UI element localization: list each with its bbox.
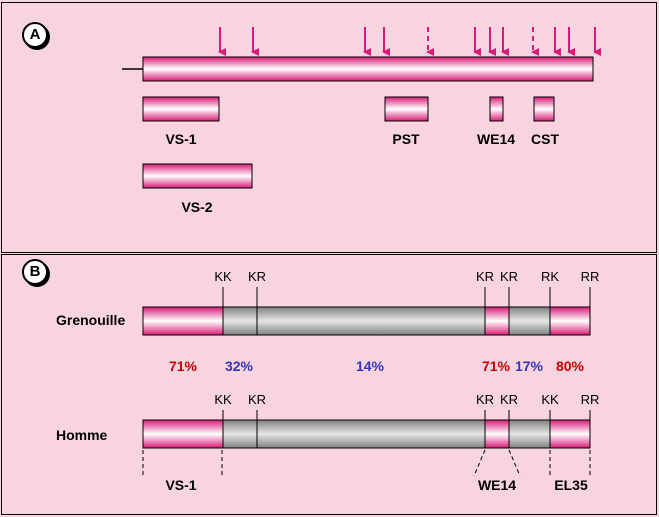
segment-conserved xyxy=(484,306,510,336)
panel-b-frame xyxy=(1,254,657,515)
grenouille-bar xyxy=(142,306,591,336)
site-label-rr: RR xyxy=(581,392,600,407)
panel-a-frame xyxy=(1,2,657,253)
segment-variable xyxy=(256,306,486,336)
fragment-label-cst: CST xyxy=(531,131,559,147)
site-label-kk: KK xyxy=(214,269,232,284)
site-label-kk: KK xyxy=(214,392,232,407)
species-label-homme: Homme xyxy=(56,427,108,443)
segment-variable xyxy=(222,306,258,336)
segment-conserved xyxy=(142,306,224,336)
homology-percent: 80% xyxy=(556,358,585,374)
site-label-kr: KR xyxy=(476,392,494,407)
homology-percent: 14% xyxy=(356,358,385,374)
site-label-kr: KR xyxy=(248,392,266,407)
fragment-bar-cst xyxy=(533,96,555,122)
peptide-guides xyxy=(142,449,591,478)
peptide-label-el35: EL35 xyxy=(554,477,588,493)
fragment-bar-vs1 xyxy=(142,96,220,122)
segment-variable xyxy=(256,419,486,449)
fragment-bar-vs2 xyxy=(142,163,253,189)
fragment-bar-we14 xyxy=(489,96,504,122)
fragment-label-pst: PST xyxy=(392,131,420,147)
site-label-kr: KR xyxy=(500,269,518,284)
precursor-bar xyxy=(142,56,594,82)
panel-b-badge: B xyxy=(22,259,48,285)
fragment-label-we14: WE14 xyxy=(477,131,515,147)
site-label-rk: RK xyxy=(541,269,559,284)
cleavage-arrows xyxy=(218,27,601,56)
segment-conserved xyxy=(484,419,510,449)
site-label-kr: KR xyxy=(248,269,266,284)
site-label-kk: KK xyxy=(541,392,559,407)
fragment-label-vs1: VS-1 xyxy=(165,131,196,147)
segment-variable xyxy=(508,306,551,336)
segment-variable xyxy=(508,419,551,449)
homology-percent: 17% xyxy=(515,358,544,374)
site-label-rr: RR xyxy=(581,269,600,284)
fragment-bar-pst xyxy=(384,96,429,122)
segment-conserved xyxy=(549,306,591,336)
segment-variable xyxy=(222,419,258,449)
site-label-kr: KR xyxy=(500,392,518,407)
species-label-grenouille: Grenouille xyxy=(56,312,125,328)
fragment-label-vs2: VS-2 xyxy=(181,199,212,215)
panel-a-badge: A xyxy=(22,22,48,48)
peptide-label-vs1: VS-1 xyxy=(165,477,196,493)
homology-percent: 32% xyxy=(225,358,254,374)
segment-conserved xyxy=(142,419,224,449)
site-label-kr: KR xyxy=(476,269,494,284)
homology-percent: 71% xyxy=(169,358,198,374)
homme-bar xyxy=(142,419,591,449)
segment-conserved xyxy=(549,419,591,449)
peptide-label-we14: WE14 xyxy=(478,477,516,493)
homology-percent: 71% xyxy=(482,358,511,374)
